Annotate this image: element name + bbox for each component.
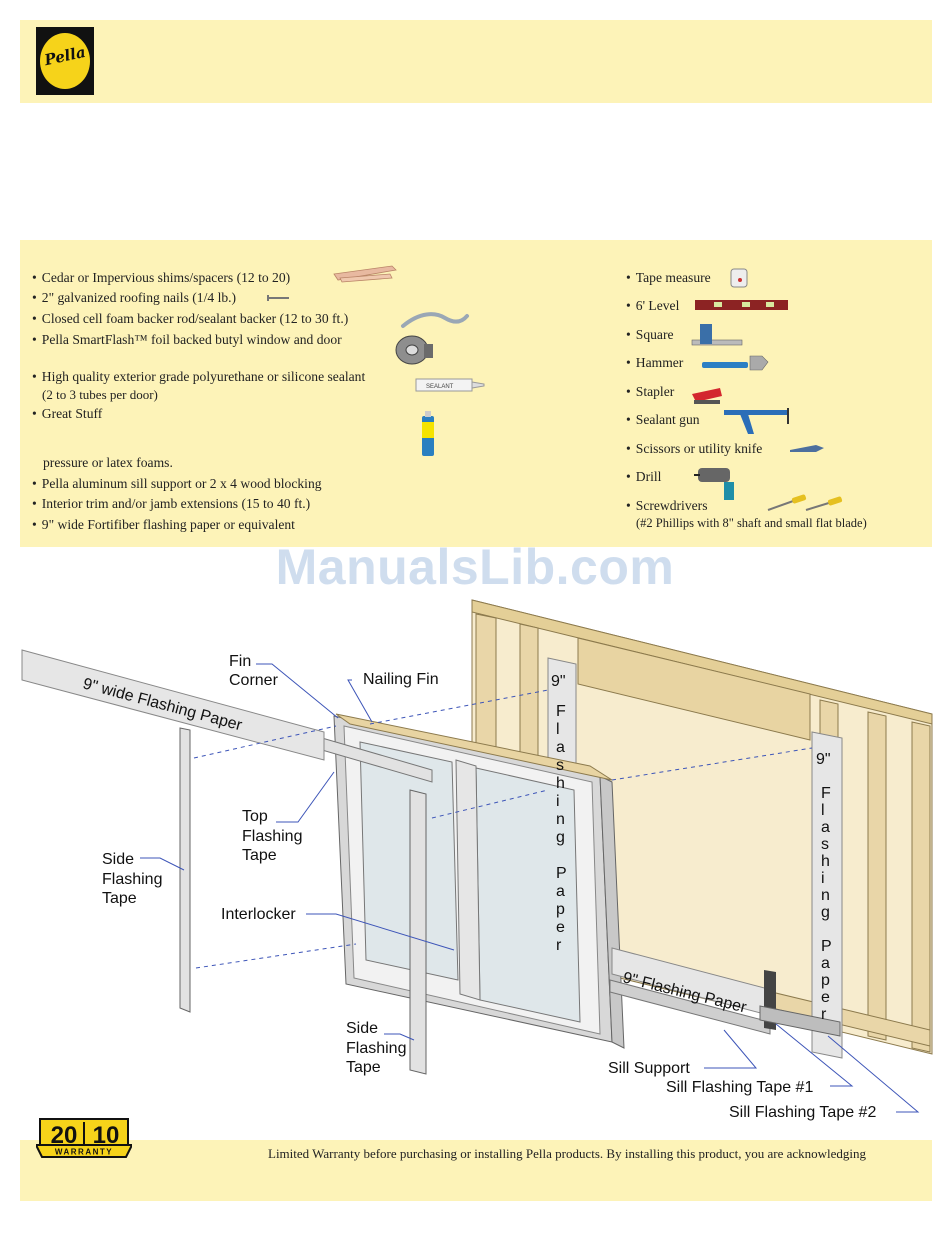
label-interlocker: Interlocker: [221, 906, 296, 923]
material-shims: Cedar or Impervious shims/spacers (12 to…: [32, 268, 290, 288]
label-sill-tape-1: Sill Flashing Tape #1: [666, 1079, 813, 1096]
jamb-flashing-paper-right: [811, 731, 843, 1059]
label-side-left: Side: [102, 851, 134, 868]
warranty-badge: 20 10 WARRANTY: [36, 1118, 132, 1158]
material-sealant-qty: (2 to 3 tubes per door): [42, 387, 158, 402]
label-corner: Corner: [229, 672, 279, 689]
label-side-right-tape: Tape: [346, 1059, 381, 1076]
label-top-tape: Tape: [242, 847, 277, 864]
tool-hammer: Hammer: [626, 353, 684, 373]
side-flashing-tape-left: [179, 727, 191, 1013]
installation-diagram: 9" wide Flashing Paper Fin Corner Nailin…: [21, 599, 933, 1121]
foam-can-icon: [422, 411, 434, 456]
level-icon: [695, 300, 788, 310]
sealant-tube-label: SEALANT: [426, 384, 454, 390]
header-band: [20, 20, 932, 103]
sealant-gun-icon: [724, 408, 789, 434]
tool-tape-measure: Tape measure: [626, 268, 711, 288]
tool-square: Square: [626, 325, 674, 345]
footer-text: Limited Warranty before purchasing or in…: [268, 1146, 867, 1161]
warranty-number-left: 20: [51, 1122, 78, 1149]
backer-rod-icon: [401, 312, 469, 328]
material-foam-note: pressure or latex foams.: [43, 455, 173, 470]
tool-sealant-gun: Sealant gun: [626, 410, 700, 430]
leader-lines: [140, 663, 920, 1113]
material-flashing-paper: 9" wide Fortifiber flashing paper or equ…: [32, 515, 295, 535]
sealant-tube-icon: SEALANT: [415, 378, 485, 392]
logo-disc: [40, 33, 90, 89]
tool-scissors-knife: Scissors or utility knife: [626, 439, 763, 459]
square-icon: [691, 324, 743, 346]
screwdrivers-icon: [767, 494, 843, 511]
label-side-right: Side: [346, 1020, 378, 1037]
label-sill-tape-2: Sill Flashing Tape #2: [729, 1104, 876, 1121]
label-sill-support: Sill Support: [608, 1060, 690, 1077]
tool-screwdrivers: Screwdrivers (#2 Phillips with 8" shaft a…: [626, 496, 867, 531]
material-sealant: High quality exterior grade polyurethane…: [32, 367, 366, 402]
hammer-icon: [702, 355, 769, 371]
tape-measure-icon: [730, 268, 748, 288]
door-unit: [333, 713, 625, 1049]
label-side-right-flashing: Flashing: [346, 1040, 406, 1057]
material-sill-support: Pella aluminum sill support or 2 x 4 woo…: [32, 474, 322, 494]
material-great-stuff: Great Stuff: [32, 404, 103, 424]
material-trim: Interior trim and/or jamb extensions (15…: [32, 494, 310, 514]
watermark: ManualsLib.com: [275, 539, 675, 595]
label-side-left-tape: Tape: [102, 890, 137, 907]
tool-screwdrivers-note: (#2 Phillips with 8" shaft and small fla…: [636, 516, 867, 530]
label-left-paper-nine: 9": [551, 673, 566, 690]
nail-icon: [267, 295, 289, 301]
material-sealant-text: High quality exterior grade polyurethane…: [41, 369, 366, 384]
head-flashing-paper: 9" wide Flashing Paper: [21, 649, 325, 761]
warranty-number-right: 10: [93, 1122, 120, 1149]
tool-screwdrivers-text: Screwdrivers: [635, 498, 708, 513]
label-top: Top: [242, 808, 268, 825]
drill-icon: [694, 468, 734, 500]
tool-stapler: Stapler: [626, 382, 675, 402]
label-top-flashing: Flashing: [242, 828, 302, 845]
label-right-paper-nine: 9": [816, 751, 831, 768]
alignment-lines: [193, 689, 813, 969]
tool-level: 6' Level: [626, 296, 680, 316]
stapler-icon: [692, 388, 722, 404]
footer-band: [20, 1140, 932, 1201]
material-backer-rod: Closed cell foam backer rod/sealant back…: [32, 309, 349, 329]
material-smartflash: Pella SmartFlash™ foil backed butyl wind…: [32, 330, 342, 350]
label-nailing-fin: Nailing Fin: [363, 671, 439, 688]
sill-flashing-tape-2: [759, 1005, 841, 1037]
shims-icon: [333, 265, 397, 283]
label-fin: Fin: [229, 653, 251, 670]
side-flashing-tape-right: [409, 789, 427, 1075]
warranty-word: WARRANTY: [55, 1148, 113, 1157]
tape-roll-icon: [395, 335, 433, 365]
pella-logo: Pella: [36, 27, 94, 95]
tool-drill: Drill: [626, 467, 662, 487]
label-side-left-flashing: Flashing: [102, 871, 162, 888]
utility-knife-icon: [790, 445, 824, 452]
material-nails: 2" galvanized roofing nails (1/4 lb.): [32, 288, 236, 308]
sill-support: [609, 979, 771, 1035]
